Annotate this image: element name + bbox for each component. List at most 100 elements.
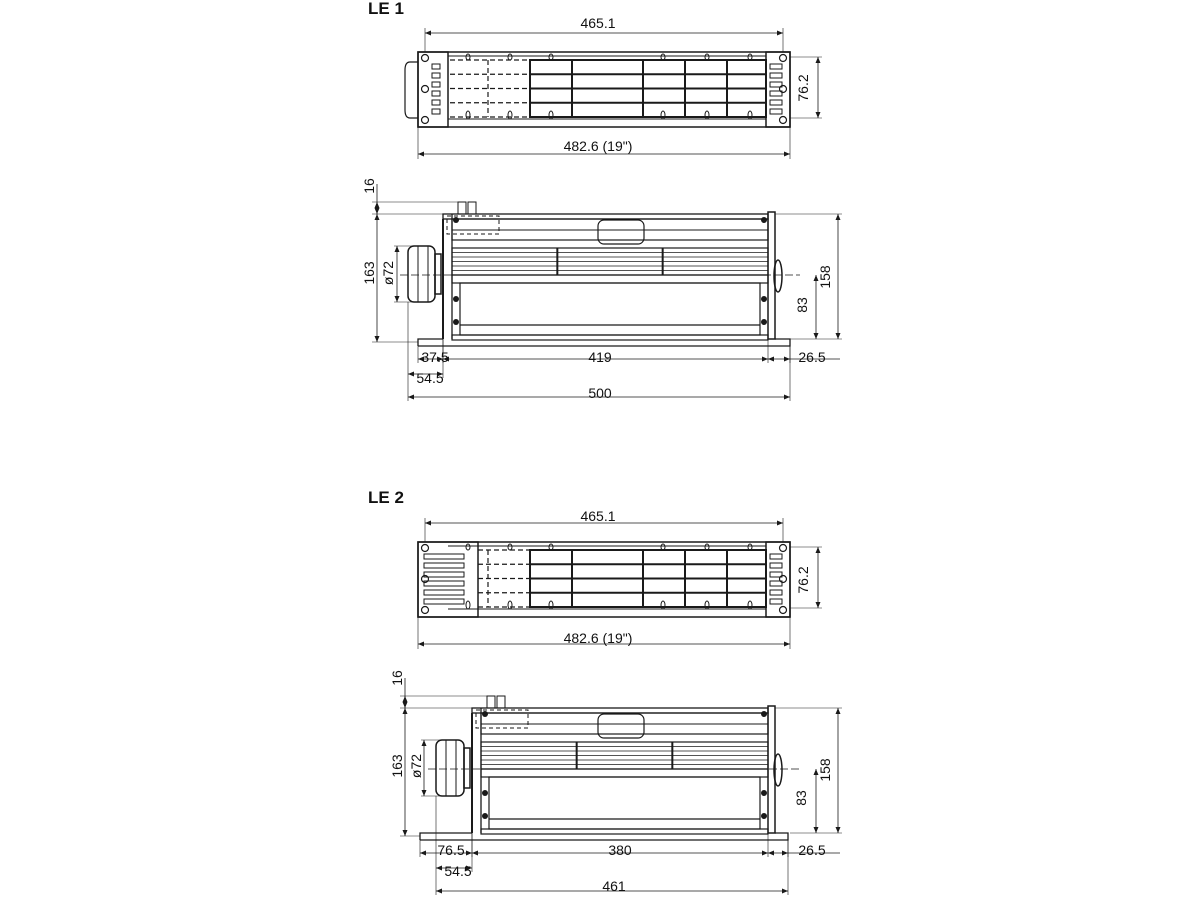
grill-slot: [431, 99, 441, 106]
terminal-screw: [467, 201, 477, 215]
mounting-hole-icon: [778, 84, 788, 94]
grill-slot: [769, 571, 783, 578]
right-bracket: [767, 211, 776, 340]
dim-height: 158: [817, 265, 833, 289]
right-foot: [420, 832, 789, 841]
screw-icon: [761, 813, 767, 819]
grill-slot: [769, 90, 783, 97]
screw-icon: [482, 711, 488, 717]
mounting-hole-icon: [778, 115, 788, 125]
screw-icon: [482, 813, 488, 819]
motor: [435, 739, 465, 797]
dim-motor-diameter: ø72: [408, 754, 424, 778]
dim-motor-diameter: ø72: [380, 261, 396, 285]
dim-right-overhang: 26.5: [798, 842, 825, 858]
dim-front-height: 76.2: [795, 74, 811, 101]
dim-total-length: 500: [588, 385, 612, 401]
mounting-hole-icon: [420, 84, 430, 94]
grill-slot: [769, 108, 783, 115]
axis-bar: [451, 274, 769, 284]
mounting-hole-icon: [778, 543, 788, 553]
clip-icon: [507, 543, 513, 551]
screw-icon: [761, 319, 767, 325]
grill-slot: [769, 589, 783, 596]
grill-slot: [431, 72, 441, 79]
axis-bar: [480, 768, 769, 778]
dim-motor-offset: 54.5: [444, 863, 471, 879]
screw-icon: [761, 711, 767, 717]
terminal-screw: [486, 695, 496, 709]
left-rack-ear: [417, 51, 449, 128]
clip-icon: [465, 600, 471, 610]
grill-slot: [423, 598, 465, 605]
grill-slot: [769, 553, 783, 560]
right-bracket: [767, 705, 776, 834]
grill-slot: [769, 72, 783, 79]
dim-top-offset: 16: [361, 178, 377, 194]
clip-icon: [465, 543, 471, 551]
grill-slot: [769, 81, 783, 88]
motor-flange: [434, 253, 442, 295]
motor-flange: [463, 747, 471, 789]
grill-slot: [769, 598, 783, 605]
grill-slot: [423, 589, 465, 596]
terminal-screw: [457, 201, 467, 215]
dim-front-outer-width: 482.6 (19"): [564, 630, 633, 646]
clip-icon: [507, 600, 513, 610]
grill-slot: [423, 571, 465, 578]
dimension-arrow: [421, 740, 427, 796]
mounting-hole-icon: [778, 53, 788, 63]
dim-body-length: 419: [588, 349, 612, 365]
bearing: [773, 259, 783, 293]
mounting-hole-icon: [420, 115, 430, 125]
bearing: [773, 753, 783, 787]
title-le1: LE 1: [368, 0, 404, 18]
base-bar: [480, 828, 769, 835]
front-housing: [417, 541, 791, 618]
mounting-hole-icon: [778, 605, 788, 615]
mounting-hole-icon: [420, 53, 430, 63]
screw-icon: [761, 296, 767, 302]
dim-axis-height: 83: [793, 790, 809, 806]
grill-slot: [431, 81, 441, 88]
lower-section: [488, 776, 761, 830]
access-window: [597, 219, 645, 245]
dim-right-overhang: 26.5: [798, 349, 825, 365]
dim-total-height: 163: [389, 754, 405, 778]
dim-top-offset: 16: [389, 670, 405, 686]
dim-front-outer-width: 482.6 (19"): [564, 138, 633, 154]
drawing-le1: LE 1 465.1 482.6 (19") 76.2 16 163 ø72 1…: [361, 0, 842, 401]
grill-slot: [769, 562, 783, 569]
mounting-hole-icon: [420, 605, 430, 615]
grill-slot: [769, 580, 783, 587]
title-le2: LE 2: [368, 488, 404, 507]
dim-left-overhang: 37.5: [421, 349, 448, 365]
screw-icon: [761, 217, 767, 223]
front-housing: [417, 51, 791, 128]
clip-icon: [465, 53, 471, 61]
dimension-arrow: [420, 850, 472, 856]
grill-slot: [769, 63, 783, 70]
dimension-arrow: [768, 356, 790, 362]
dim-total-length: 461: [602, 878, 626, 894]
dim-total-height: 163: [361, 261, 377, 285]
left-foot: [417, 338, 443, 346]
dimension-arrow: [768, 850, 788, 856]
motor: [407, 245, 436, 303]
lower-section: [459, 282, 761, 336]
clip-icon: [465, 110, 471, 120]
screw-icon: [482, 790, 488, 796]
clip-icon: [507, 53, 513, 61]
grill-slot: [431, 108, 441, 115]
dim-motor-offset: 54.5: [416, 370, 443, 386]
access-window: [597, 713, 645, 739]
dimension-arrow: [394, 246, 400, 302]
dim-axis-height: 83: [794, 297, 810, 313]
clip-icon: [507, 110, 513, 120]
screw-icon: [761, 790, 767, 796]
top-panel: [442, 213, 769, 220]
mounting-hole-icon: [778, 574, 788, 584]
grill-slot: [769, 99, 783, 106]
